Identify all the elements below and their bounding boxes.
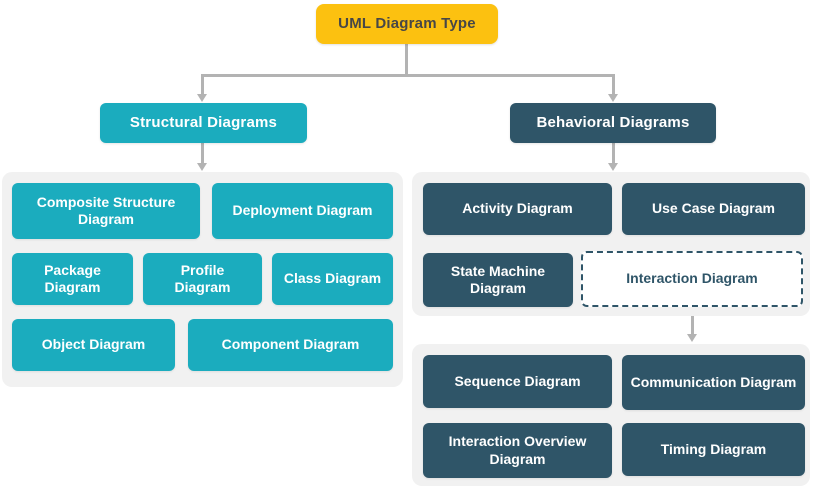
node-state-machine-diagram: State Machine Diagram [423,253,573,307]
arrowhead-to-structural-icon [197,94,207,102]
interaction-diagrams-group: Sequence Diagram Communication Diagram I… [412,344,810,486]
behavioral-diagrams-group: Activity Diagram Use Case Diagram State … [412,172,810,316]
node-uml-diagram-type: UML Diagram Type [316,4,498,44]
node-component-diagram: Component Diagram [188,319,393,371]
node-communication-diagram: Communication Diagram [622,355,805,410]
node-composite-structure-diagram: Composite Structure Diagram [12,183,200,239]
connector-structural-to-group [201,143,204,164]
arrowhead-interaction-group-icon [687,334,697,342]
node-activity-diagram: Activity Diagram [423,183,612,235]
connector-to-structural [201,74,204,95]
node-package-diagram: Package Diagram [12,253,133,305]
connector-interaction-to-group [691,308,694,335]
node-interaction-diagram: Interaction Diagram [581,251,803,307]
node-timing-diagram: Timing Diagram [622,423,805,476]
node-object-diagram: Object Diagram [12,319,175,371]
arrowhead-to-behavioral-icon [608,94,618,102]
arrowhead-behavioral-group-icon [608,163,618,171]
node-behavioral-diagrams: Behavioral Diagrams [510,103,716,143]
node-class-diagram: Class Diagram [272,253,393,305]
structural-diagrams-group: Composite Structure Diagram Deployment D… [2,172,403,387]
node-use-case-diagram: Use Case Diagram [622,183,805,235]
node-sequence-diagram: Sequence Diagram [423,355,612,408]
arrowhead-structural-group-icon [197,163,207,171]
node-profile-diagram: Profile Diagram [143,253,262,305]
connector-branch-crossbar [201,74,615,77]
node-deployment-diagram: Deployment Diagram [212,183,393,239]
node-structural-diagrams: Structural Diagrams [100,103,307,143]
node-interaction-overview-diagram: Interaction Overview Diagram [423,423,612,478]
connector-to-behavioral [612,74,615,95]
connector-behavioral-to-group [612,143,615,164]
connector-root-trunk [405,44,408,75]
